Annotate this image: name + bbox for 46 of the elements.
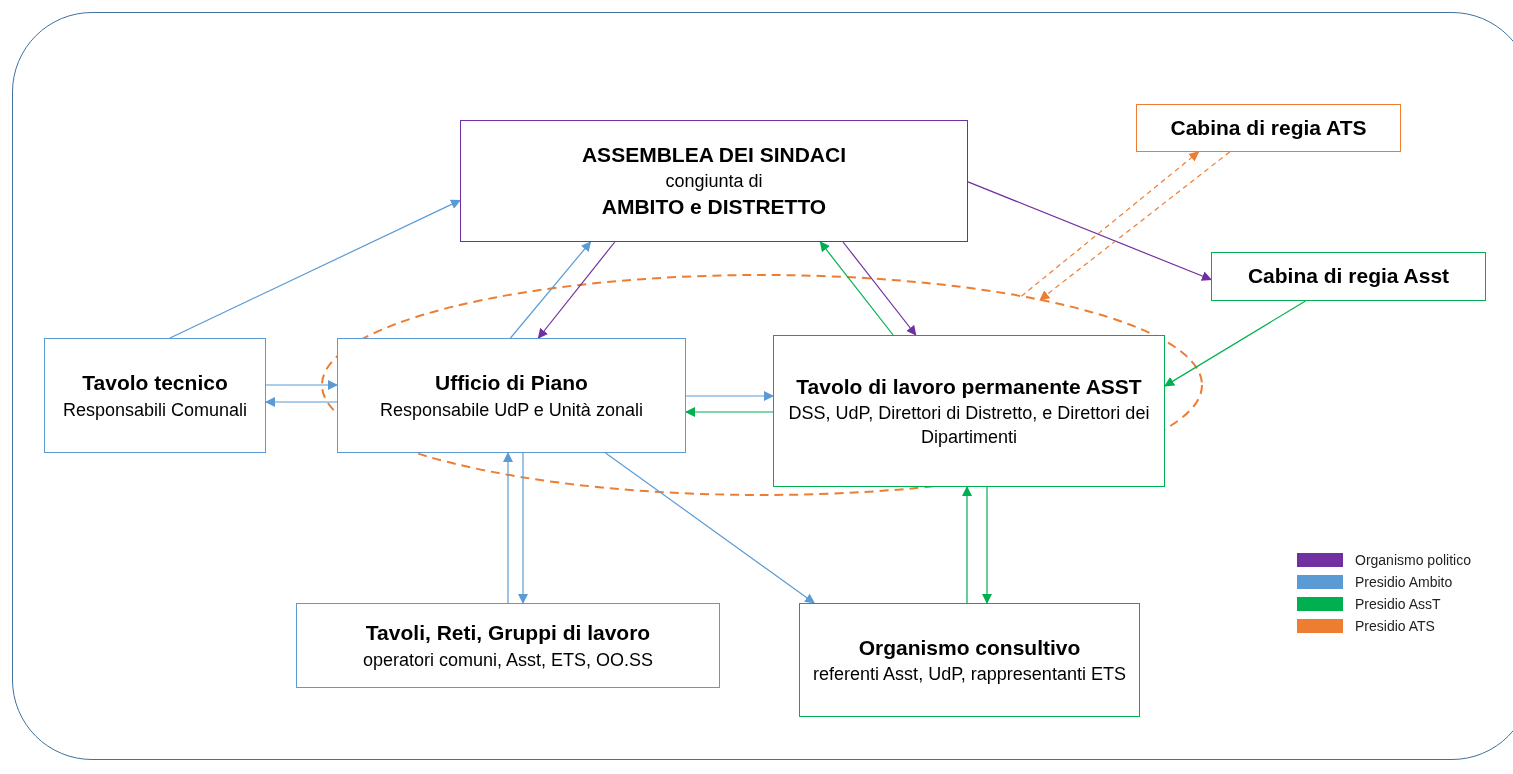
process-box [296,603,720,688]
arrow [967,181,1212,281]
box-title: Tavoli, Reti, Gruppi di lavoro [365,620,651,647]
arrow [1164,300,1307,387]
arrow [265,380,338,390]
arrow [685,407,774,417]
box-text: Responsabili Comunali [62,398,248,422]
dashed-ellipse [322,275,1202,495]
box-text: DSS, UdP, Direttori di Distretto, e Direttori dei Dipartimenti [787,401,1151,450]
process-box [799,603,1140,717]
legend-label: Presidio Ambito [1355,574,1453,590]
arrow [842,241,917,336]
arrow [537,241,616,339]
arrow [982,486,992,604]
arrow [962,486,972,604]
box-title: Cabina di regia Asst [1247,263,1450,290]
box-title: Cabina di regia ATS [1170,114,1367,141]
process-box [1136,104,1401,152]
arrow [604,452,815,604]
arrow [265,397,338,407]
box-text: operatori comuni, Asst, ETS, OO.SS [362,648,654,672]
dashed-arrow [1020,151,1200,297]
box-text: Responsabile UdP e Unità zonali [380,398,643,422]
arrow [169,199,461,339]
process-box [1211,252,1486,301]
arrow [509,241,592,339]
box-title: AMBITO e DISTRETTO [601,194,827,221]
box-title: Tavolo tecnico [82,370,228,397]
box-text: congiunta di [665,169,763,193]
arrow [819,241,894,336]
process-box [460,120,968,242]
arrow [503,452,513,604]
box-title: ASSEMBLEA DEI SINDACI [581,141,847,168]
legend-label: Presidio ATS [1355,618,1435,634]
arrow [685,391,774,401]
arrow [518,452,528,604]
dashed-arrow [1039,151,1231,301]
legend-label: Presidio AssT [1355,596,1441,612]
process-box [44,338,266,453]
process-box [337,338,686,453]
process-box [773,335,1165,487]
box-title: Tavolo di lavoro permanente ASST [796,373,1142,400]
box-text: referenti Asst, UdP, rappresentanti ETS [813,663,1126,686]
box-title: Ufficio di Piano [435,370,588,397]
box-title: Organismo consultivo [858,634,1081,661]
legend-label: Organismo politico [1355,552,1471,568]
